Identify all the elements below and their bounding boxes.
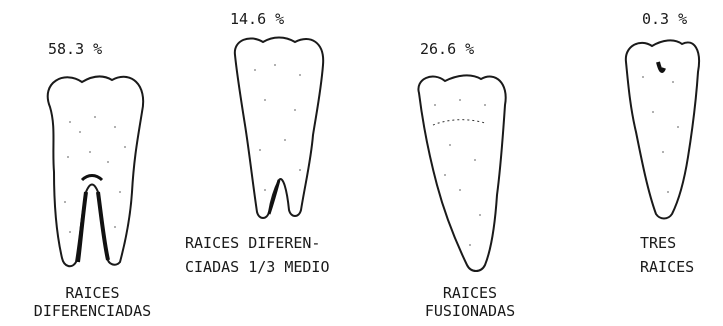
- tooth-4-caption-line-2: RAICES: [640, 258, 694, 276]
- tooth-3-caption: RAICES FUSIONADAS: [405, 284, 535, 320]
- tooth-3-caption-line-2: FUSIONADAS: [405, 302, 535, 320]
- tooth-2-caption-line-1: RAICES DIFEREN-: [185, 234, 330, 252]
- tooth-2-caption-line-2: CIADAS 1/3 MEDIO: [185, 258, 330, 276]
- tooth-1-percent: 58.3 %: [48, 40, 102, 58]
- tooth-3-caption-line-1: RAICES: [405, 284, 535, 302]
- tooth-2-drawing: [225, 30, 335, 225]
- tooth-4-drawing: [618, 32, 703, 222]
- tooth-2-percent: 14.6 %: [230, 10, 284, 28]
- tooth-1-drawing: [20, 62, 165, 277]
- tooth-4-caption-line-1: TRES: [640, 234, 694, 252]
- tooth-1-caption: RAICES DIFERENCIADAS: [0, 284, 185, 320]
- tooth-3-percent: 26.6 %: [420, 40, 474, 58]
- tooth-2-caption: RAICES DIFEREN- CIADAS 1/3 MEDIO: [185, 234, 330, 276]
- tooth-1-caption-line-1: RAICES: [0, 284, 185, 302]
- cropped-top-text: [0, 0, 723, 4]
- tooth-3-drawing: [405, 65, 515, 275]
- tooth-4-percent: 0.3 %: [642, 10, 687, 28]
- tooth-1-caption-line-2: DIFERENCIADAS: [0, 302, 185, 320]
- tooth-4-caption: TRES RAICES: [640, 234, 694, 276]
